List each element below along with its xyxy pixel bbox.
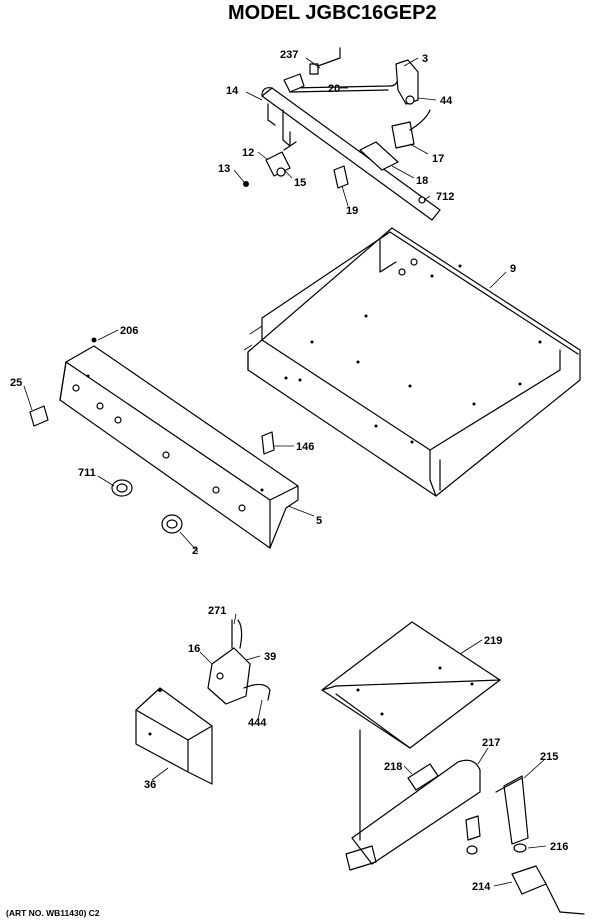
- valve-assembly: [135, 619, 271, 785]
- callout-20: 20: [328, 83, 340, 95]
- callout-13: 13: [218, 163, 230, 175]
- callout-206: 206: [120, 325, 138, 337]
- callout-237: 237: [280, 49, 298, 61]
- callout-labels: 237 3 14 20 44 12 13 15 17 18 712 19 9 2…: [10, 49, 568, 893]
- callout-25: 25: [10, 377, 22, 389]
- broil-assembly: [321, 621, 585, 915]
- callout-5: 5: [316, 515, 322, 527]
- manifold-assembly: [243, 47, 441, 221]
- art-number-footer: (ART NO. WB11430) C2: [6, 908, 100, 918]
- callout-17: 17: [432, 153, 444, 165]
- callout-14: 14: [226, 85, 239, 97]
- diagram-title: MODEL JGBC16GEP2: [228, 2, 437, 24]
- callout-711: 711: [78, 467, 96, 479]
- leader-lines: [23, 57, 547, 887]
- callout-9: 9: [510, 263, 516, 275]
- callout-216: 216: [550, 841, 568, 853]
- callout-712: 712: [436, 191, 454, 203]
- manifold-panel: [29, 337, 299, 549]
- callout-218: 218: [384, 761, 402, 773]
- callout-3: 3: [422, 53, 428, 65]
- callout-146: 146: [296, 441, 314, 453]
- callout-39: 39: [264, 651, 276, 663]
- callout-214: 214: [472, 881, 491, 893]
- callout-215: 215: [540, 751, 558, 763]
- callout-219: 219: [484, 635, 502, 647]
- burner-box: [243, 227, 581, 497]
- callout-12: 12: [242, 147, 254, 159]
- callout-36: 36: [144, 779, 156, 791]
- callout-444: 444: [248, 717, 267, 729]
- callout-271: 271: [208, 605, 226, 617]
- callout-44: 44: [440, 95, 453, 107]
- callout-18: 18: [416, 175, 428, 187]
- callout-2: 2: [192, 545, 198, 557]
- callout-19: 19: [346, 205, 358, 217]
- callout-217: 217: [482, 737, 500, 749]
- callout-15: 15: [294, 177, 306, 189]
- callout-16: 16: [188, 643, 200, 655]
